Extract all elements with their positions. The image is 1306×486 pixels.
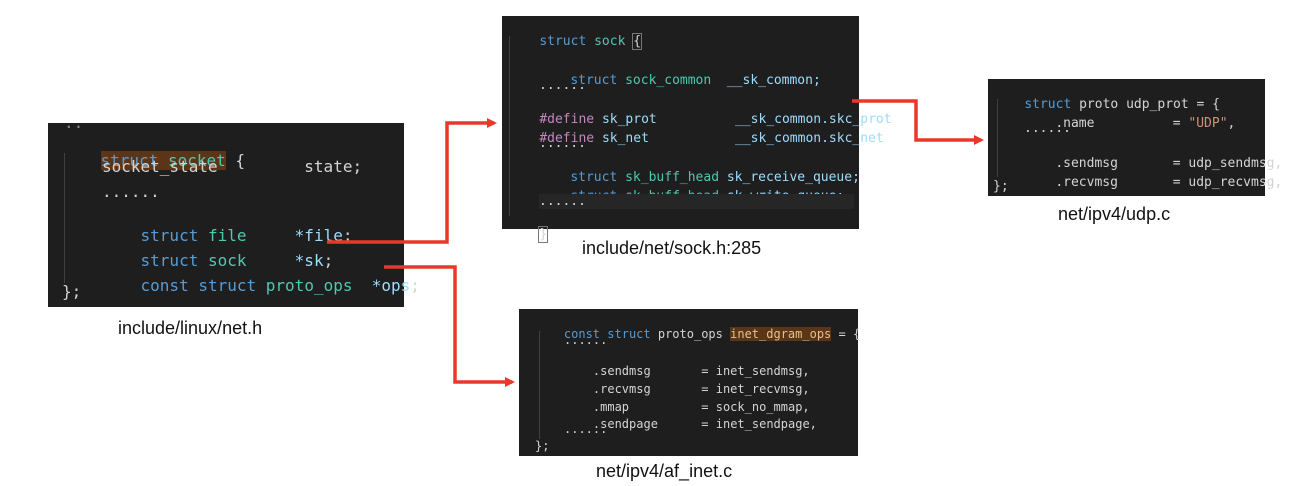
indent-guide	[64, 153, 65, 283]
indent-guide	[539, 331, 540, 439]
code-line: .name = "UDP",	[1055, 116, 1236, 131]
code-line: const struct proto_ops inet_dgram_ops = …	[563, 327, 861, 341]
code-line: struct file *file;	[140, 226, 353, 245]
code-line: struct proto udp_prot = {	[1024, 97, 1220, 112]
caption-af-inet-c: net/ipv4/af_inet.c	[596, 461, 733, 481]
code-panel-udp-c: struct proto udp_prot = { .name = "UDP",…	[988, 79, 1282, 196]
code-line-sk: struct sock *sk;	[140, 251, 334, 270]
indent-guide	[509, 36, 510, 216]
code-line-sk-net: #define sk_net __sk_common.skc_net	[539, 131, 884, 146]
code-line: .recvmsg = inet_recvmsg,	[592, 382, 810, 396]
arrow-sk-prot-to-udp	[852, 99, 984, 145]
code-line: .sendmsg = inet_sendmsg,	[592, 364, 810, 378]
code-line: struct sock_common __sk_common;	[570, 73, 821, 88]
code-line: }	[538, 226, 549, 243]
code-line: .sendmsg = udp_sendmsg,	[1055, 156, 1283, 171]
code-line-ops: const struct proto_ops *ops;	[140, 276, 420, 295]
code-line: ......	[1024, 121, 1071, 136]
code-line: .mmap = sock_no_mmap,	[592, 400, 810, 414]
code-line-sk-prot: #define sk_prot __sk_common.skc_prot	[539, 112, 892, 127]
code-line: ......	[564, 333, 608, 347]
struct-name-inet-dgram-ops: inet_dgram_ops	[730, 327, 832, 341]
code-line: ......	[539, 136, 586, 151]
code-line: .recvmsg = udp_recvmsg,	[1055, 175, 1283, 190]
code-line: socket_state state;	[102, 157, 363, 176]
code-line: ......	[564, 422, 608, 436]
code-line-ellipsis-top: ..	[64, 113, 84, 132]
code-panel-net-h: .. struct socket { socket_state state; .…	[48, 113, 420, 307]
code-line: ......	[102, 182, 160, 201]
code-line: ......	[539, 194, 854, 209]
code-line: struct sock {	[539, 33, 643, 50]
code-line: };	[535, 439, 550, 453]
code-line: struct socket {	[100, 151, 246, 170]
caption-udp-c: net/ipv4/udp.c	[1058, 204, 1171, 224]
arrow-sk-to-sock	[327, 118, 497, 244]
arrow-ops-to-af-inet	[384, 265, 515, 387]
struct-name-socket: socket	[167, 151, 226, 170]
code-line: };	[62, 282, 82, 301]
code-line: struct sk_buff_head sk_receive_queue;	[570, 170, 860, 185]
code-panel-sock-h: struct sock { struct sock_common __sk_co…	[502, 16, 892, 243]
code-line: ......	[539, 78, 586, 93]
code-line: };	[993, 179, 1009, 194]
caption-sock-h: include/net/sock.h:285	[582, 238, 762, 258]
caption-net-h: include/linux/net.h	[118, 318, 263, 338]
code-line: .sendpage = inet_sendpage,	[592, 417, 817, 431]
indent-guide	[997, 99, 998, 177]
code-panel-af-inet-c: const struct proto_ops inet_dgram_ops = …	[519, 309, 861, 456]
keyword: struct	[100, 151, 159, 170]
